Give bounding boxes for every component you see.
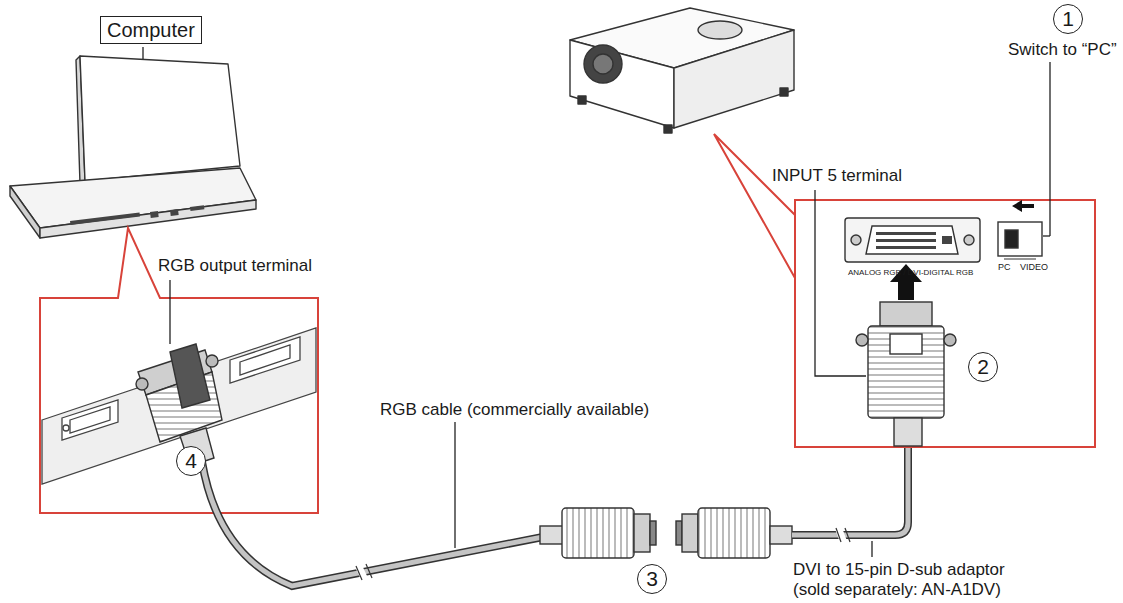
adaptor-cable (792, 445, 908, 543)
leader-line (871, 541, 872, 557)
part-label: RGB cable (commercially available) (380, 400, 649, 420)
leader-line (1043, 235, 1050, 236)
laptop-side-panel (42, 328, 316, 484)
callout-number: 1 (1053, 4, 1083, 34)
leader-line (169, 280, 170, 344)
part-label: DVI to 15-pin D-sub adaptor (sold separa… (793, 560, 1043, 600)
part-label: RGB output terminal (158, 256, 312, 276)
callout-number: 2 (968, 352, 998, 382)
callout-wedge (714, 134, 795, 278)
switch-position-label: VIDEO (1020, 262, 1048, 272)
leader-line (815, 190, 866, 376)
instruction-label: Switch to “PC” (1008, 40, 1117, 60)
node-label: Computer (107, 18, 195, 42)
d-sub-male-connector (540, 508, 656, 558)
panel-marking: ANALOG RGB / DVI-DIGITAL RGB (848, 268, 973, 277)
dvi-input-terminal (845, 218, 980, 262)
leader-line (1049, 62, 1050, 236)
vga-plug (136, 344, 222, 466)
leader-line (454, 422, 455, 548)
callout-number: 4 (176, 446, 206, 476)
callout-frame (795, 200, 1095, 447)
d-sub-female-connector (676, 508, 792, 558)
callout-number: 3 (637, 564, 667, 594)
projector (570, 0, 794, 133)
component-box: Computer (100, 16, 202, 44)
callout-bubble (40, 228, 318, 513)
rgb-cable (202, 462, 548, 586)
switch-position-label: PC (998, 262, 1011, 272)
part-label: INPUT 5 terminal (772, 166, 902, 186)
laptop-computer (10, 56, 256, 238)
pc-video-switch (998, 200, 1042, 259)
dvi-plug (856, 302, 956, 446)
